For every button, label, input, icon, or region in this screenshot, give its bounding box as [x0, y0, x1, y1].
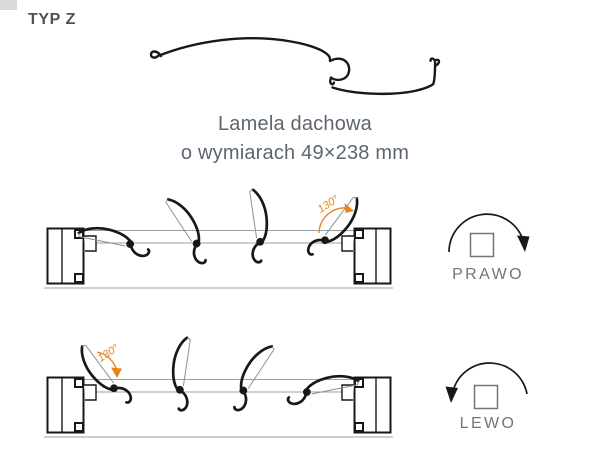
profile-top-blade	[149, 37, 330, 59]
rotate-left-icon	[445, 362, 528, 410]
profile-caption: Lamela dachowa o wymiarach 49×238 mm	[150, 110, 440, 168]
rotation-square	[469, 232, 495, 258]
lamella	[164, 334, 200, 413]
blind-frame	[43, 227, 394, 289]
lamella-profile-drawing	[149, 37, 441, 96]
lamella	[240, 186, 276, 265]
angle-label-left: 130°	[96, 342, 122, 365]
rotate-right-icon	[448, 213, 530, 258]
rotation-diagram-left: 130°	[43, 334, 394, 438]
blind-frame	[43, 376, 394, 438]
caption-line-2: o wymiarach 49×238 mm	[180, 142, 410, 164]
corner-artifact	[0, 0, 17, 10]
direction-label-left: LEWO	[459, 415, 517, 432]
direction-label-right: PRAWO	[452, 266, 524, 283]
angle-annotation-left: 130°	[96, 342, 122, 378]
lamella	[221, 340, 283, 414]
angle-label-right: 130°	[316, 193, 342, 216]
profile-hinge-loop	[327, 54, 351, 86]
rotation-diagram-right: 130°	[43, 186, 394, 289]
caption-line-1: Lamela dachowa	[217, 113, 372, 135]
lamella	[157, 193, 219, 267]
profile-bottom-blade	[331, 57, 441, 96]
page-title: TYP Z	[28, 11, 77, 28]
rotation-square	[473, 384, 499, 410]
